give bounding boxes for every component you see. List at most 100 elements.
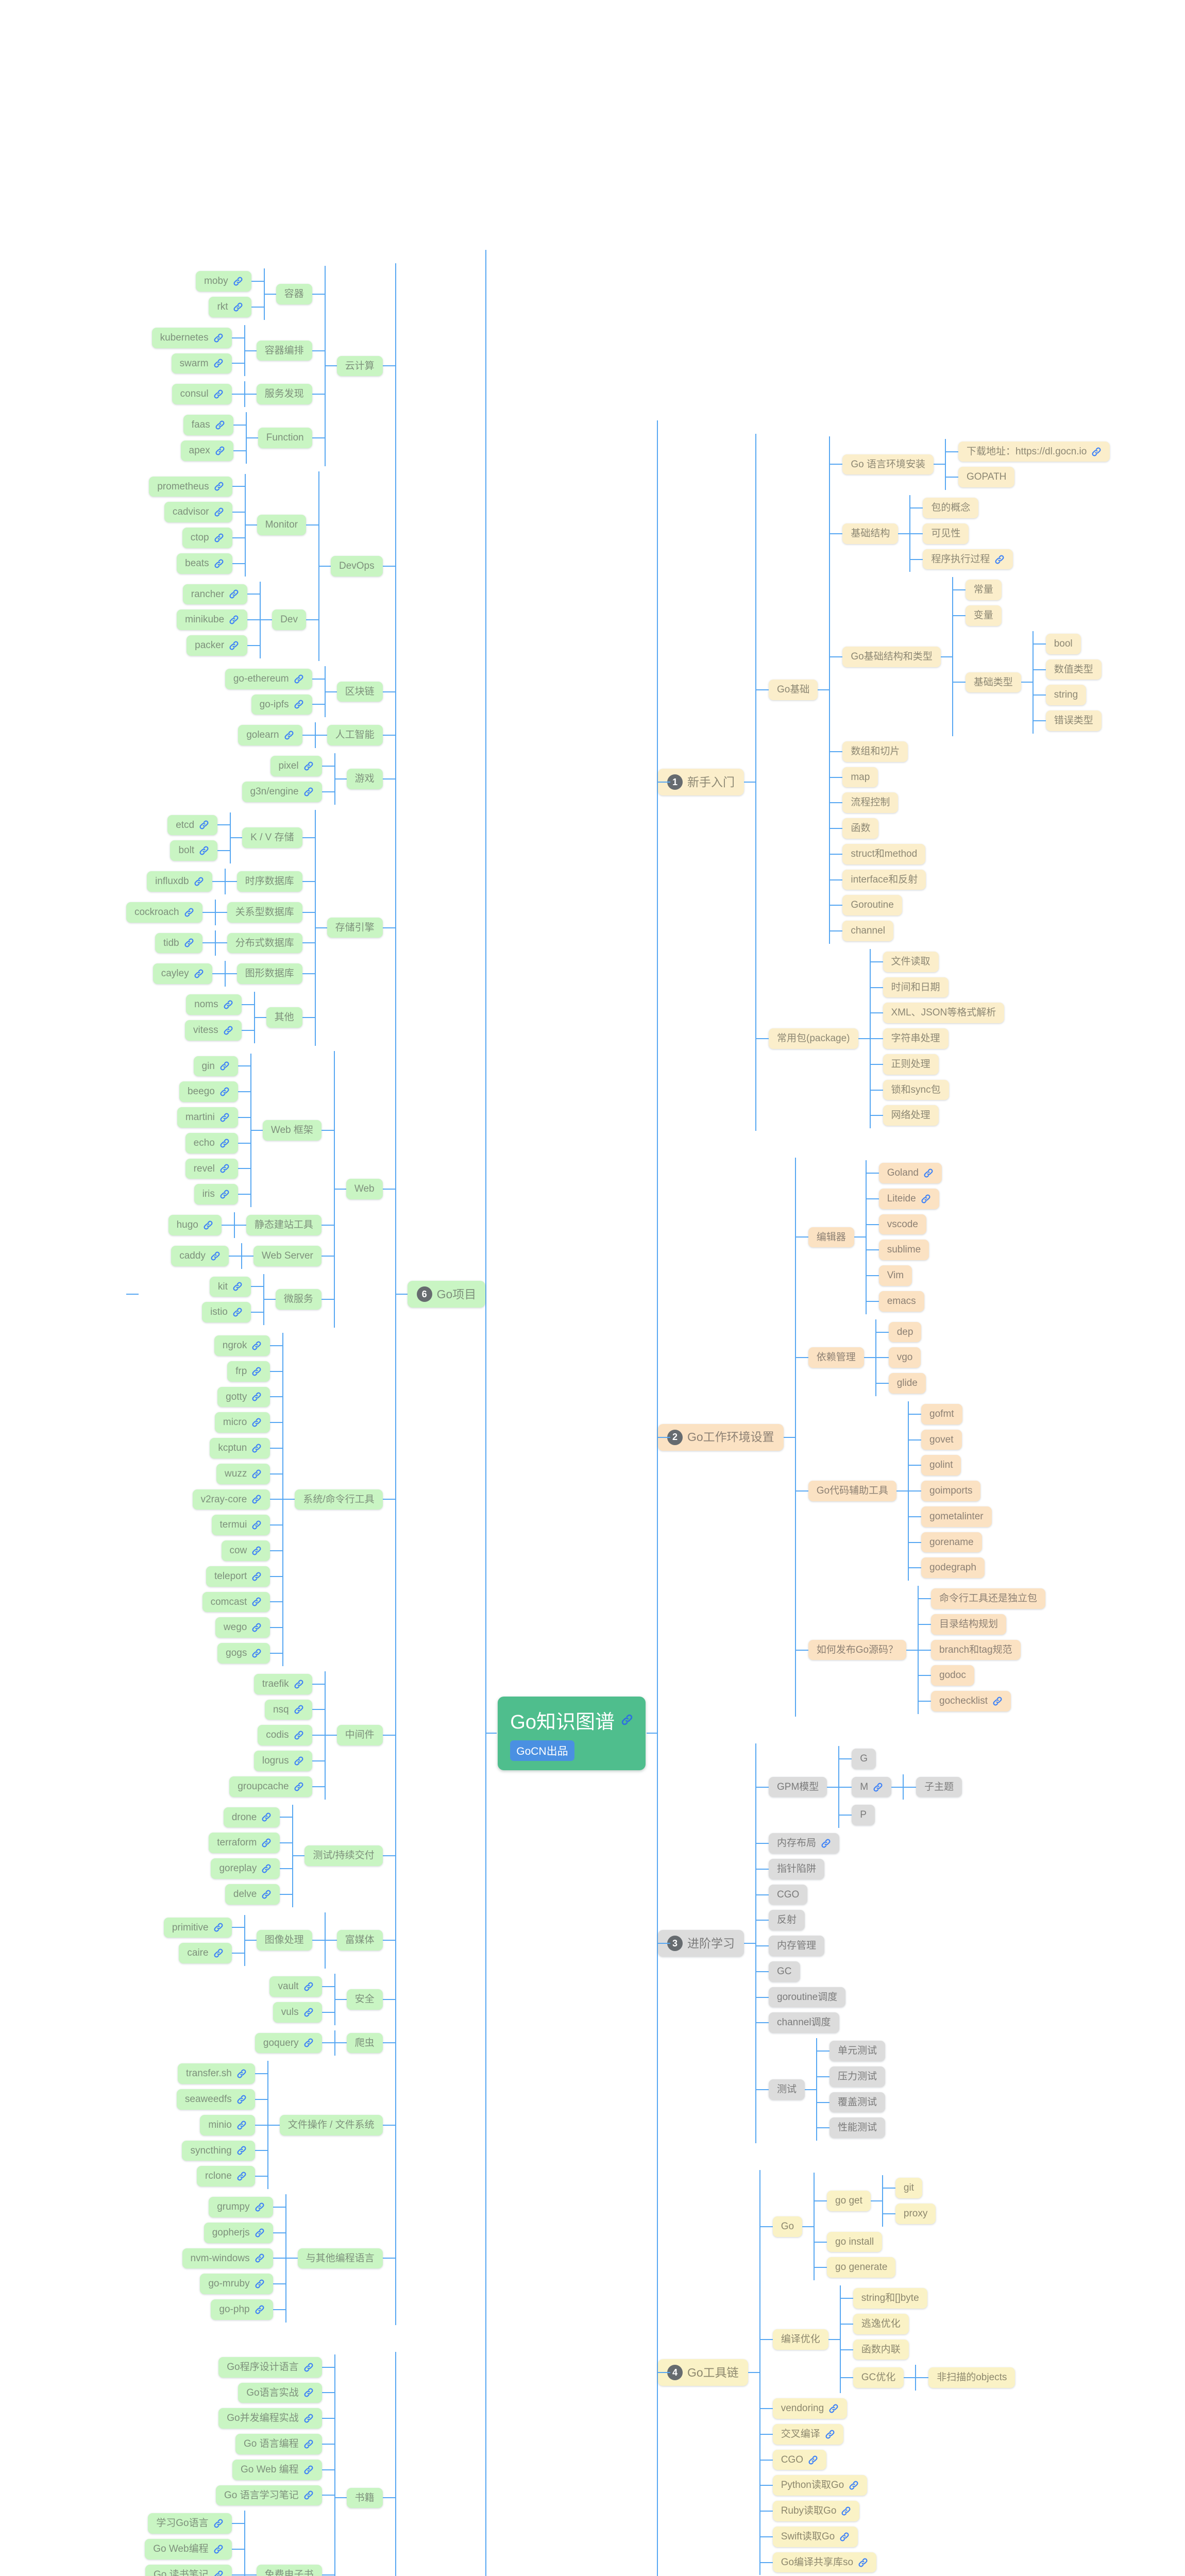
leaf-node[interactable]: G: [852, 1748, 876, 1769]
leaf-node[interactable]: g3n/engine: [242, 781, 322, 802]
chain-link-icon[interactable]: [219, 1189, 230, 1199]
leaf-node[interactable]: gorename: [921, 1532, 982, 1553]
leaf-node[interactable]: XML、JSON等格式解析: [883, 1003, 1005, 1024]
leaf-node[interactable]: Vim: [878, 1265, 912, 1286]
leaf-node[interactable]: frp: [227, 1361, 270, 1382]
chain-link-icon[interactable]: [261, 1889, 272, 1900]
leaf-node[interactable]: 覆盖测试: [830, 2092, 886, 2113]
leaf-node[interactable]: minikube: [177, 609, 248, 630]
chain-link-icon[interactable]: [251, 1443, 262, 1453]
leaf-node[interactable]: pixel: [270, 756, 322, 776]
chain-link-icon[interactable]: [232, 1307, 243, 1317]
chain-link-icon[interactable]: [251, 1417, 262, 1428]
leaf-node[interactable]: caire: [179, 1943, 232, 1963]
leaf-node[interactable]: glide: [888, 1373, 926, 1394]
leaf-node[interactable]: delve: [225, 1884, 280, 1905]
leaf-node[interactable]: gin: [193, 1056, 238, 1077]
chain-link-icon[interactable]: [1091, 447, 1102, 457]
chain-link-icon[interactable]: [261, 1838, 272, 1848]
leaf-node[interactable]: Swift读取Go: [772, 2526, 858, 2547]
chain-link-icon[interactable]: [214, 558, 224, 569]
leaf-node[interactable]: 数组和切片: [842, 741, 908, 762]
topic-node[interactable]: 免费电子书: [256, 2564, 322, 2576]
leaf-node[interactable]: cow: [221, 1540, 270, 1561]
chain-link-icon[interactable]: [251, 1520, 262, 1530]
leaf-node[interactable]: vault: [269, 1976, 322, 1997]
chain-link-icon[interactable]: [213, 2518, 224, 2529]
leaf-node[interactable]: Python读取Go: [772, 2475, 868, 2496]
chain-link-icon[interactable]: [251, 1622, 262, 1633]
topic-node[interactable]: Go 语言环境安装: [842, 454, 934, 475]
leaf-node[interactable]: 交叉编译: [772, 2424, 843, 2445]
leaf-node[interactable]: bool: [1045, 633, 1081, 654]
leaf-node[interactable]: 反射: [769, 1910, 805, 1931]
leaf-node[interactable]: Go 语言编程: [235, 2434, 322, 2454]
chain-link-icon[interactable]: [621, 1714, 633, 1726]
chain-link-icon[interactable]: [223, 1025, 233, 1036]
leaf-node[interactable]: 单元测试: [830, 2041, 886, 2061]
chain-link-icon[interactable]: [255, 2304, 265, 2315]
leaf-node[interactable]: emacs: [878, 1291, 924, 1312]
leaf-node[interactable]: 函数内联: [853, 2339, 909, 2360]
leaf-node[interactable]: godegraph: [921, 1557, 985, 1579]
chain-link-icon[interactable]: [858, 2557, 868, 2568]
topic-node[interactable]: 爬虫: [346, 2032, 383, 2054]
chain-link-icon[interactable]: [251, 1366, 262, 1377]
leaf-node[interactable]: struct和method: [842, 843, 926, 865]
leaf-node[interactable]: etcd: [167, 815, 218, 836]
leaf-node[interactable]: GOPATH: [958, 467, 1015, 488]
leaf-node[interactable]: wuzz: [216, 1463, 270, 1484]
topic-node[interactable]: M: [852, 1776, 892, 1798]
chain-link-icon[interactable]: [992, 1696, 1003, 1706]
chain-link-icon[interactable]: [294, 1782, 304, 1792]
leaf-node[interactable]: kubernetes: [151, 327, 232, 348]
leaf-node[interactable]: ctop: [182, 528, 232, 548]
topic-node[interactable]: 分布式数据库: [227, 933, 302, 954]
chain-link-icon[interactable]: [839, 2532, 850, 2542]
leaf-node[interactable]: 指针陷阱: [769, 1858, 825, 1879]
leaf-node[interactable]: gogs: [217, 1643, 270, 1664]
leaf-node[interactable]: terraform: [209, 1833, 280, 1853]
topic-node[interactable]: 静态建站工具: [246, 1215, 321, 1235]
chain-link-icon[interactable]: [303, 2038, 314, 2048]
leaf-node[interactable]: 非扫描的objects: [928, 2367, 1015, 2388]
chain-link-icon[interactable]: [223, 999, 233, 1010]
topic-node[interactable]: 微服务: [275, 1289, 321, 1310]
leaf-node[interactable]: go generate: [827, 2257, 896, 2278]
topic-node[interactable]: Function: [258, 427, 312, 448]
topic-node[interactable]: K / V 存储: [242, 827, 302, 849]
leaf-node[interactable]: ngrok: [214, 1335, 270, 1356]
chain-link-icon[interactable]: [303, 1981, 314, 1992]
leaf-node[interactable]: rkt: [209, 297, 251, 317]
leaf-node[interactable]: gometalinter: [921, 1506, 992, 1527]
topic-node[interactable]: 其他: [266, 1007, 302, 1028]
chain-link-icon[interactable]: [251, 1546, 262, 1556]
chain-link-icon[interactable]: [232, 1281, 243, 1292]
leaf-node[interactable]: 网络处理: [883, 1105, 939, 1126]
leaf-node[interactable]: 变量: [965, 605, 1002, 626]
leaf-node[interactable]: groupcache: [229, 1776, 312, 1797]
leaf-node[interactable]: CGO: [772, 2449, 826, 2470]
chain-link-icon[interactable]: [251, 1469, 262, 1479]
leaf-node[interactable]: cayley: [153, 963, 212, 984]
leaf-node[interactable]: git: [895, 2178, 922, 2198]
chain-link-icon[interactable]: [213, 1948, 224, 1958]
chain-link-icon[interactable]: [255, 2279, 265, 2289]
leaf-node[interactable]: Go Web 编程: [232, 2459, 322, 2480]
topic-node[interactable]: 容器编排: [256, 340, 312, 361]
chain-link-icon[interactable]: [821, 1838, 831, 1849]
chain-link-icon[interactable]: [294, 1679, 304, 1689]
leaf-node[interactable]: dep: [888, 1321, 922, 1343]
topic-node[interactable]: 测试: [769, 2079, 805, 2100]
chain-link-icon[interactable]: [251, 1597, 262, 1607]
leaf-node[interactable]: gotty: [217, 1386, 270, 1408]
chain-link-icon[interactable]: [294, 1756, 304, 1766]
leaf-node[interactable]: faas: [183, 415, 233, 435]
leaf-node[interactable]: goreplay: [211, 1858, 280, 1879]
leaf-node[interactable]: 内存布局: [769, 1833, 840, 1854]
leaf-node[interactable]: 程序执行过程: [923, 549, 1013, 570]
leaf-node[interactable]: 目录结构规划: [931, 1614, 1007, 1635]
leaf-node[interactable]: gopherjs: [204, 2222, 273, 2243]
chain-link-icon[interactable]: [251, 1494, 262, 1504]
topic-node[interactable]: 书籍: [346, 2487, 383, 2509]
